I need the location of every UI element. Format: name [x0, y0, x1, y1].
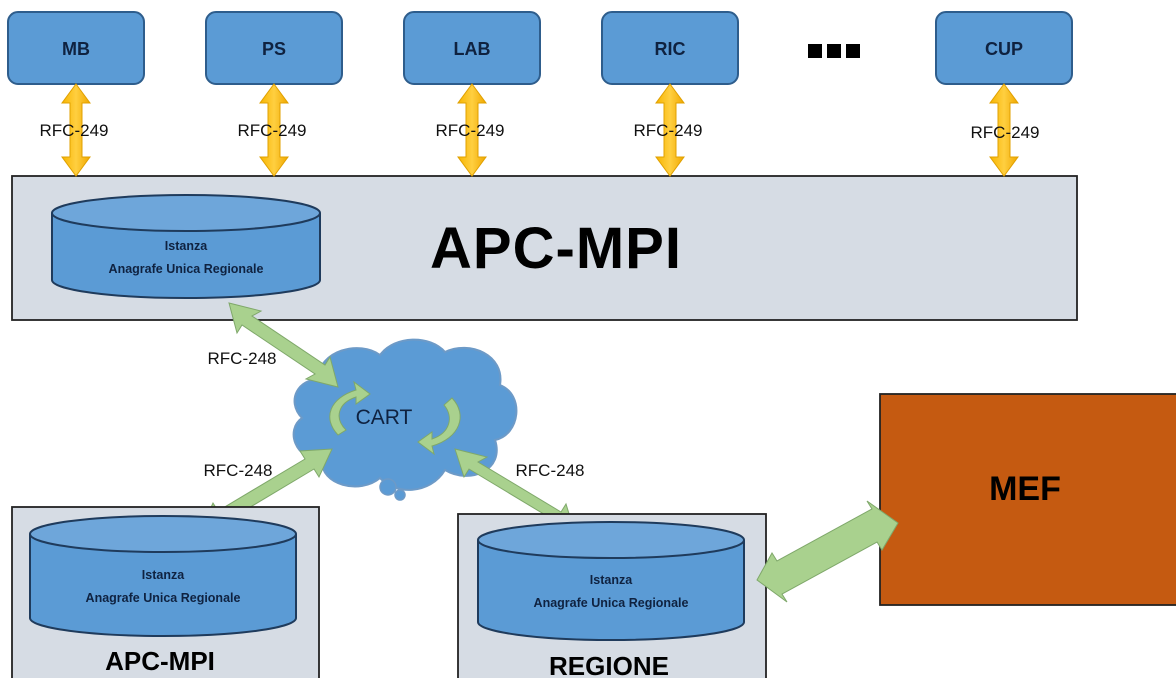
rfc249-arrow-ric	[655, 83, 685, 177]
rfc248-label-left: RFC-248	[204, 461, 273, 480]
node-ric: RIC	[601, 11, 739, 85]
rfc249-arrow-lab	[457, 83, 487, 177]
rfc249-arrow-ps	[259, 83, 289, 177]
node-mb: MB	[7, 11, 145, 85]
rfc249-label-mb: RFC-249	[40, 121, 109, 140]
node-lab-label: LAB	[454, 39, 491, 59]
node-cup: CUP	[935, 11, 1073, 85]
rfc249-arrow-cup	[989, 83, 1019, 177]
left-db-line1: Istanza	[142, 568, 185, 582]
main-db-line2: Anagrafe Unica Regionale	[109, 262, 264, 276]
ellipsis-icon	[808, 44, 860, 58]
rfc248-label-main: RFC-248	[208, 349, 277, 368]
main-block-title: APC-MPI	[430, 216, 682, 281]
rfc248-label-right: RFC-248	[516, 461, 585, 480]
rfc249-label-cup: RFC-249	[971, 123, 1040, 142]
rfc249-label-ric: RFC-249	[634, 121, 703, 140]
node-ps-label: PS	[262, 39, 286, 59]
arrow-regione-mef	[756, 500, 899, 603]
regione-block-title: REGIONE	[549, 651, 669, 678]
rfc249-label-ps: RFC-249	[238, 121, 307, 140]
rfc248-arrow-main-cloud	[228, 302, 339, 388]
left-block-title: APC-MPI	[105, 646, 215, 676]
cart-label: CART	[356, 406, 413, 429]
left-database-icon: Istanza Anagrafe Unica Regionale	[29, 515, 297, 637]
node-lab: LAB	[403, 11, 541, 85]
rfc249-arrow-mb	[61, 83, 91, 177]
rfc249-label-lab: RFC-249	[436, 121, 505, 140]
regione-db-line1: Istanza	[590, 573, 633, 587]
mef-label: MEF	[989, 470, 1061, 508]
main-db-line1: Istanza	[165, 239, 208, 253]
mef-block	[879, 393, 1176, 606]
node-cup-label: CUP	[985, 39, 1023, 59]
node-ric-label: RIC	[655, 39, 686, 59]
regione-db-line2: Anagrafe Unica Regionale	[534, 596, 689, 610]
main-database-icon: Istanza Anagrafe Unica Regionale	[51, 194, 321, 299]
node-ps: PS	[205, 11, 343, 85]
left-db-line2: Anagrafe Unica Regionale	[86, 591, 241, 605]
node-mb-label: MB	[62, 39, 90, 59]
regione-database-icon: Istanza Anagrafe Unica Regionale	[477, 521, 745, 641]
